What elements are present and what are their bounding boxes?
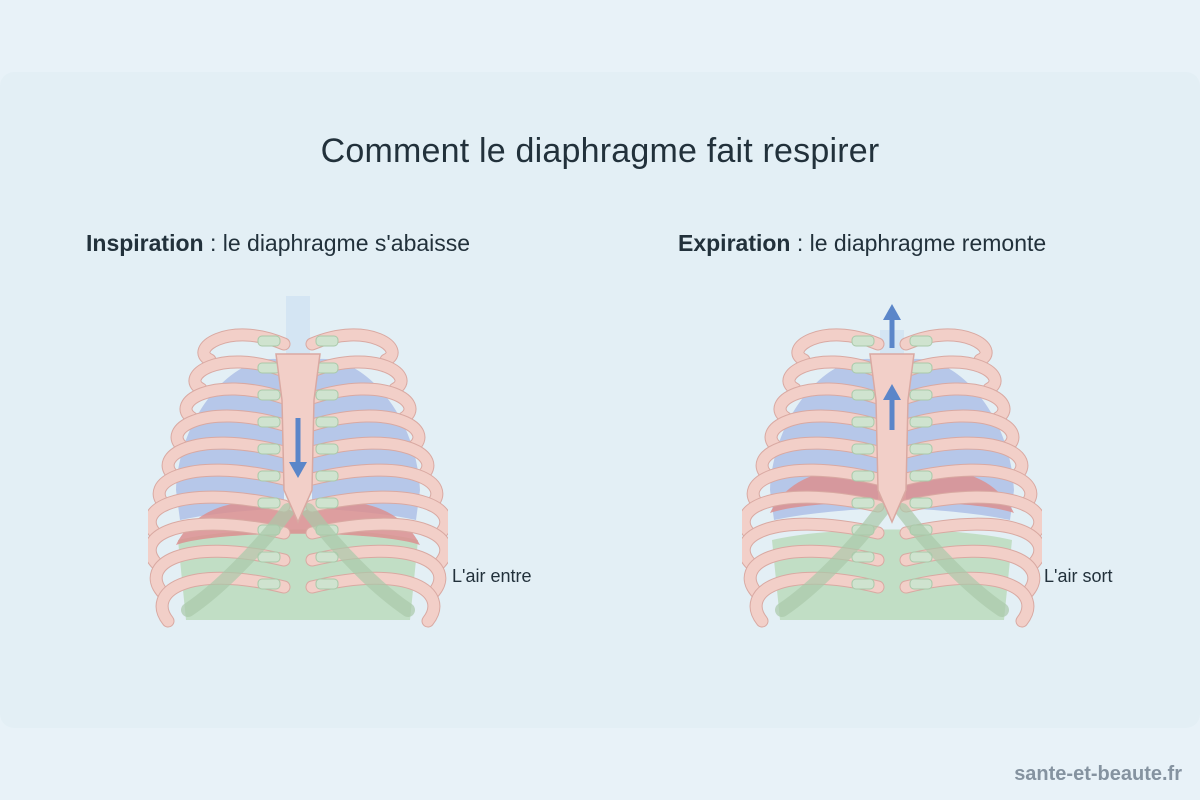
watermark: sante-et-beaute.fr [1014, 763, 1182, 786]
left-cartilage [852, 498, 874, 508]
right-cartilage [316, 444, 338, 454]
ribcage-inspiration [148, 290, 448, 650]
left-cartilage [258, 471, 280, 481]
expiration-heading: Expiration : le diaphragme remonte [678, 230, 1046, 257]
left-cartilage [852, 579, 874, 589]
air-out-label: L'air sort [1044, 566, 1112, 587]
air-in-label: L'air entre [452, 566, 531, 587]
right-cartilage [910, 444, 932, 454]
right-cartilage [910, 579, 932, 589]
expiration-heading-rest: : le diaphragme remonte [790, 230, 1046, 256]
right-cartilage [316, 579, 338, 589]
right-cartilage [910, 552, 932, 562]
right-cartilage [316, 390, 338, 400]
left-cartilage [258, 444, 280, 454]
left-cartilage [852, 444, 874, 454]
right-cartilage [910, 390, 932, 400]
air-up-arrow-head [883, 304, 901, 320]
left-cartilage [258, 417, 280, 427]
inspiration-heading-bold: Inspiration [86, 230, 204, 256]
inspiration-heading: Inspiration : le diaphragme s'abaisse [86, 230, 470, 257]
left-cartilage [258, 498, 280, 508]
right-cartilage [316, 417, 338, 427]
right-cartilage [910, 498, 932, 508]
left-cartilage [258, 336, 280, 346]
left-cartilage [852, 417, 874, 427]
left-cartilage [258, 579, 280, 589]
left-cartilage [852, 390, 874, 400]
left-cartilage [258, 552, 280, 562]
left-cartilage [258, 390, 280, 400]
right-cartilage [910, 471, 932, 481]
expiration-heading-bold: Expiration [678, 230, 790, 256]
left-cartilage [852, 552, 874, 562]
right-cartilage [910, 417, 932, 427]
right-cartilage [316, 552, 338, 562]
right-cartilage [316, 471, 338, 481]
diagram-title: Comment le diaphragme fait respirer [0, 132, 1200, 171]
ribcage-expiration [742, 290, 1042, 650]
right-cartilage [316, 336, 338, 346]
right-cartilage [316, 498, 338, 508]
inspiration-heading-rest: : le diaphragme s'abaisse [204, 230, 471, 256]
left-cartilage [852, 336, 874, 346]
right-cartilage [910, 336, 932, 346]
left-cartilage [852, 471, 874, 481]
